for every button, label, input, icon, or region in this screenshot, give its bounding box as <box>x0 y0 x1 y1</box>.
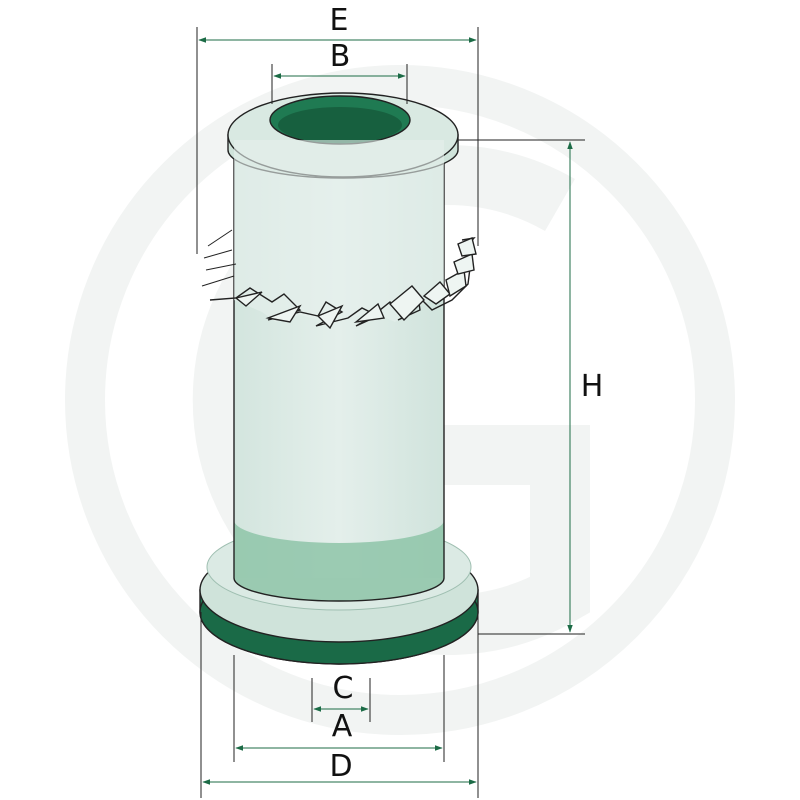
dimension-label-d: D <box>329 749 352 784</box>
dimension-label-b: B <box>330 39 351 74</box>
dimension-b: B <box>271 39 408 104</box>
dimension-d: D <box>200 612 479 798</box>
dimension-e: E <box>196 3 479 254</box>
dimension-c: C <box>311 671 371 722</box>
dimension-label-a: A <box>332 709 353 744</box>
dimension-label-e: E <box>330 3 349 38</box>
dimension-a: A <box>233 655 445 762</box>
dimension-label-h: H <box>581 369 604 404</box>
dimension-h: H <box>458 139 604 635</box>
dimension-label-c: C <box>333 671 354 706</box>
wrap-around-label <box>201 140 477 330</box>
